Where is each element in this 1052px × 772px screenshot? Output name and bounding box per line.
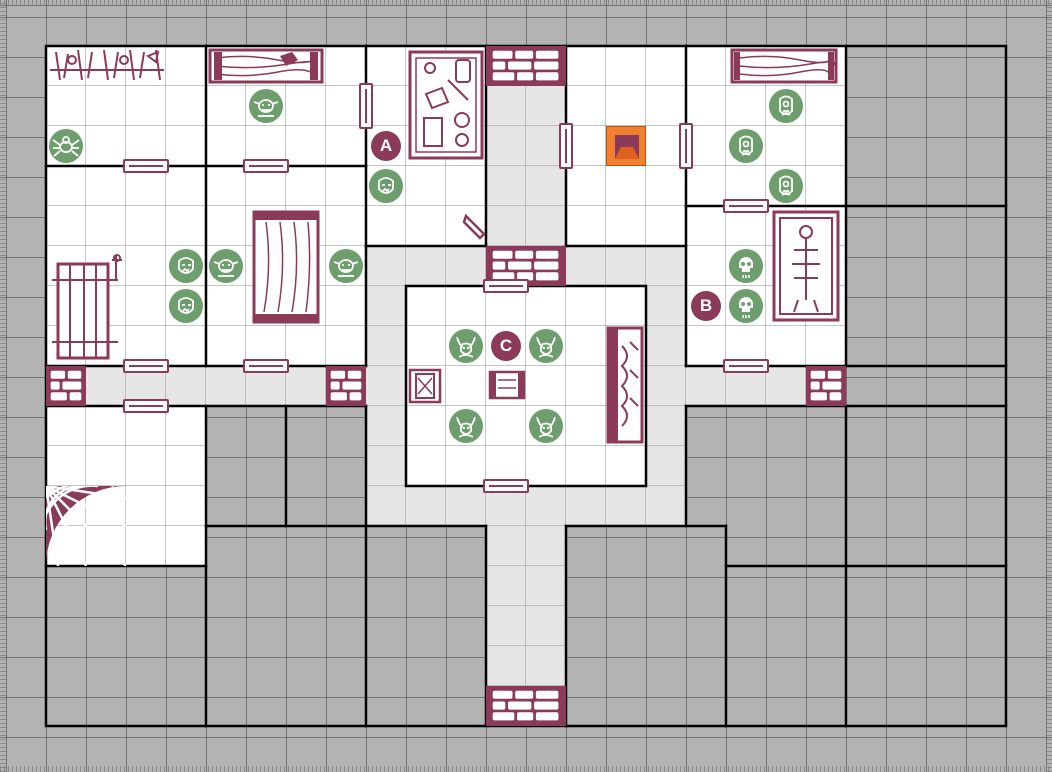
- skeleton-icon[interactable]: [729, 249, 763, 283]
- lever-wall-fragment: [462, 212, 488, 242]
- cupboard-goblin-room: [208, 48, 324, 84]
- stairway: [46, 486, 126, 566]
- gargoyle-icon[interactable]: [449, 409, 483, 443]
- gargoyle-icon[interactable]: [529, 409, 563, 443]
- goblin-icon[interactable]: [209, 249, 243, 283]
- goblin-icon[interactable]: [329, 249, 363, 283]
- marker-a[interactable]: A: [371, 131, 401, 161]
- door-tomb-corridor[interactable]: [723, 359, 769, 373]
- spider-icon[interactable]: [49, 129, 83, 163]
- door-rack-corridor[interactable]: [123, 359, 169, 373]
- corridor-ring-right: [646, 286, 686, 526]
- table: [252, 210, 320, 324]
- goblin-icon[interactable]: [249, 89, 283, 123]
- door-exit-orc[interactable]: [679, 123, 693, 169]
- door-center-south[interactable]: [483, 479, 529, 493]
- door-weapons-rack[interactable]: [123, 159, 169, 173]
- fimir-icon[interactable]: [769, 89, 803, 123]
- gargoyle-icon[interactable]: [449, 329, 483, 363]
- fimir-icon[interactable]: [729, 129, 763, 163]
- chest: [488, 370, 526, 400]
- door-table-corridor[interactable]: [243, 359, 289, 373]
- orc-icon[interactable]: [369, 169, 403, 203]
- room-center: [406, 286, 646, 486]
- rubble-west-end: [46, 366, 86, 406]
- rack: [48, 250, 126, 362]
- door-center-north[interactable]: [483, 279, 529, 293]
- alchemist-bench: [408, 50, 484, 160]
- fimir-icon[interactable]: [769, 169, 803, 203]
- door-goblin-table[interactable]: [243, 159, 289, 173]
- weapons-rack: [48, 48, 166, 84]
- door-corridor-exit[interactable]: [559, 123, 573, 169]
- skeleton-icon[interactable]: [729, 289, 763, 323]
- orc-icon[interactable]: [169, 289, 203, 323]
- fireplace: [606, 326, 644, 444]
- door-goblin-alchemist[interactable]: [359, 83, 373, 129]
- tomb: [772, 210, 840, 322]
- gargoyle-icon[interactable]: [529, 329, 563, 363]
- corridor-west: [46, 366, 366, 406]
- rubble-west-corridor: [326, 366, 366, 406]
- rubble-south: [486, 686, 566, 726]
- cupboard-orc-room: [730, 48, 838, 84]
- rubble-east-end: [806, 366, 846, 406]
- door-orc-tomb[interactable]: [723, 199, 769, 213]
- exit-icon[interactable]: [606, 126, 646, 166]
- room-exit: [566, 46, 686, 246]
- orc-icon[interactable]: [169, 249, 203, 283]
- corridor-ring-left: [366, 286, 406, 526]
- marker-c[interactable]: C: [491, 331, 521, 361]
- door-stairs-corridor[interactable]: [123, 399, 169, 413]
- rubble-north: [486, 46, 566, 86]
- marker-b[interactable]: B: [691, 291, 721, 321]
- throne: [408, 368, 442, 404]
